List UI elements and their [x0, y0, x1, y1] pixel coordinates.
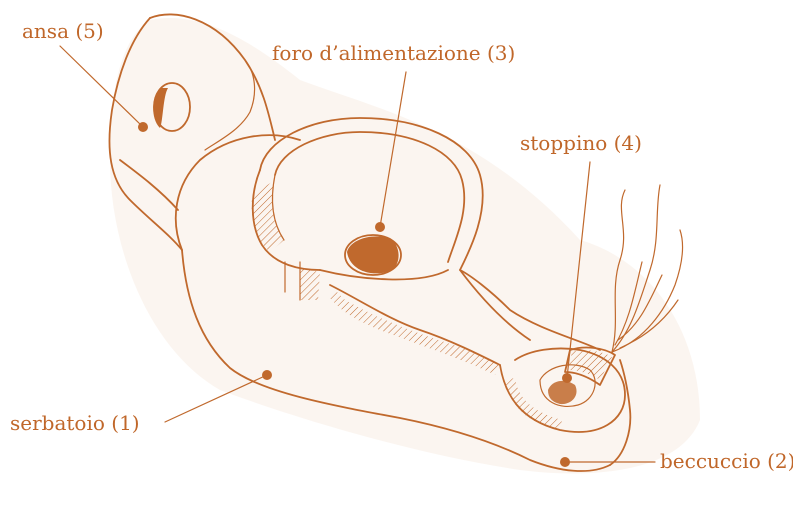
label-feed-hole: foro d’alimentazione (3) — [272, 41, 515, 65]
label-wick: stoppino (4) — [520, 131, 642, 155]
label-reservoir: serbatoio (1) — [10, 411, 140, 435]
background-wash — [110, 18, 700, 473]
label-handle: ansa (5) — [22, 19, 104, 43]
label-spout: beccuccio (2) — [660, 449, 793, 473]
